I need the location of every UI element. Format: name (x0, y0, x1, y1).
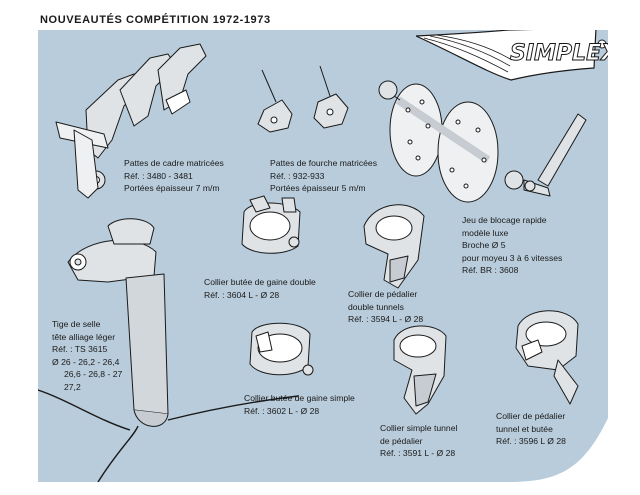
product-name-line2: de pédalier (380, 435, 423, 446)
seat-post-caption: Tige de selle tête alliage léger Réf. : … (52, 318, 122, 394)
fork-dropout-drawing (257, 65, 349, 133)
product-size-line2: 26,6 - 26,8 - 27 (64, 369, 123, 380)
illustrations (38, 43, 587, 482)
product-spec: Broche Ø 5 (462, 240, 506, 251)
product-name-line2: tête alliage léger (52, 331, 116, 342)
double-stop-clamp-caption: Collier butée de gaine double Réf. : 360… (204, 276, 316, 301)
product-ref: Réf. : 3604 L - Ø 28 (204, 289, 280, 300)
double-stop-clamp-drawing (241, 195, 301, 254)
double-tunnel-clamp-drawing (363, 204, 425, 289)
product-name: Collier butée de gaine double (204, 277, 316, 287)
single-stop-clamp-caption: Collier butée de gaine simple Réf. : 360… (244, 392, 355, 417)
single-tunnel-clamp-drawing (393, 325, 447, 415)
product-name-line2: modèle luxe (462, 227, 509, 238)
product-ref: Réf. : 3480 - 3481 (124, 170, 193, 181)
page-title: NOUVEAUTÉS COMPÉTITION 1972-1973 (40, 14, 271, 26)
product-ref: Réf. BR : 3608 (462, 265, 519, 276)
tunnel-stop-clamp-caption: Collier de pédalier tunnel et butée Réf.… (496, 410, 566, 448)
single-stop-clamp-drawing (249, 322, 314, 376)
product-name: Tige de selle (52, 319, 101, 329)
frame-dropout-caption: Pattes de cadre matricées Réf. : 3480 - … (124, 157, 224, 195)
product-name: Collier butée de gaine simple (244, 393, 355, 403)
product-name: Jeu de blocage rapide (462, 215, 547, 225)
product-ref: Réf. : 3591 L - Ø 28 (380, 448, 456, 459)
product-name-line2: double tunnels (348, 301, 404, 312)
quick-release-caption: Jeu de blocage rapide modèle luxe Broche… (462, 214, 562, 277)
catalog-panel: SIMPLEX (38, 30, 608, 482)
product-name: Collier de pédalier (348, 289, 418, 299)
fork-dropout-caption: Pattes de fourche matricées Réf. : 932-9… (270, 157, 377, 195)
product-name-line2: tunnel et butée (496, 423, 553, 434)
frame-dropout-drawing (55, 43, 207, 199)
product-name: Pattes de cadre matricées (124, 158, 224, 168)
product-ref: Réf. : 3602 L - Ø 28 (244, 405, 320, 416)
seat-post-drawing (38, 218, 299, 482)
product-ref: Réf. : 932-933 (270, 170, 325, 181)
single-tunnel-clamp-caption: Collier simple tunnel de pédalier Réf. :… (380, 422, 457, 460)
product-name: Collier simple tunnel (380, 423, 458, 433)
quick-release-drawing (523, 113, 587, 197)
tunnel-stop-clamp-drawing (515, 310, 579, 405)
product-ref: Réf. : 3596 L Ø 28 (496, 436, 566, 447)
simplex-logo-text: SIMPLEX (510, 41, 608, 66)
product-ref: Réf. : TS 3615 (52, 344, 108, 355)
product-size-line3: 27,2 (64, 381, 81, 392)
product-name: Collier de pédalier (496, 411, 566, 421)
product-spec: Portées épaisseur 5 m/m (270, 183, 366, 194)
simplex-logo: SIMPLEX (416, 30, 608, 81)
product-spec-line2: pour moyeu 3 à 6 vitesses (462, 252, 563, 263)
product-spec: Portées épaisseur 7 m/m (124, 183, 220, 194)
product-ref: Réf. : 3594 L - Ø 28 (348, 314, 424, 325)
double-tunnel-clamp-caption: Collier de pédalier double tunnels Réf. … (348, 288, 423, 326)
product-size: Ø 26 - 26,2 - 26,4 (52, 356, 120, 367)
hub-drawing (378, 80, 524, 203)
product-name: Pattes de fourche matricées (270, 158, 377, 168)
